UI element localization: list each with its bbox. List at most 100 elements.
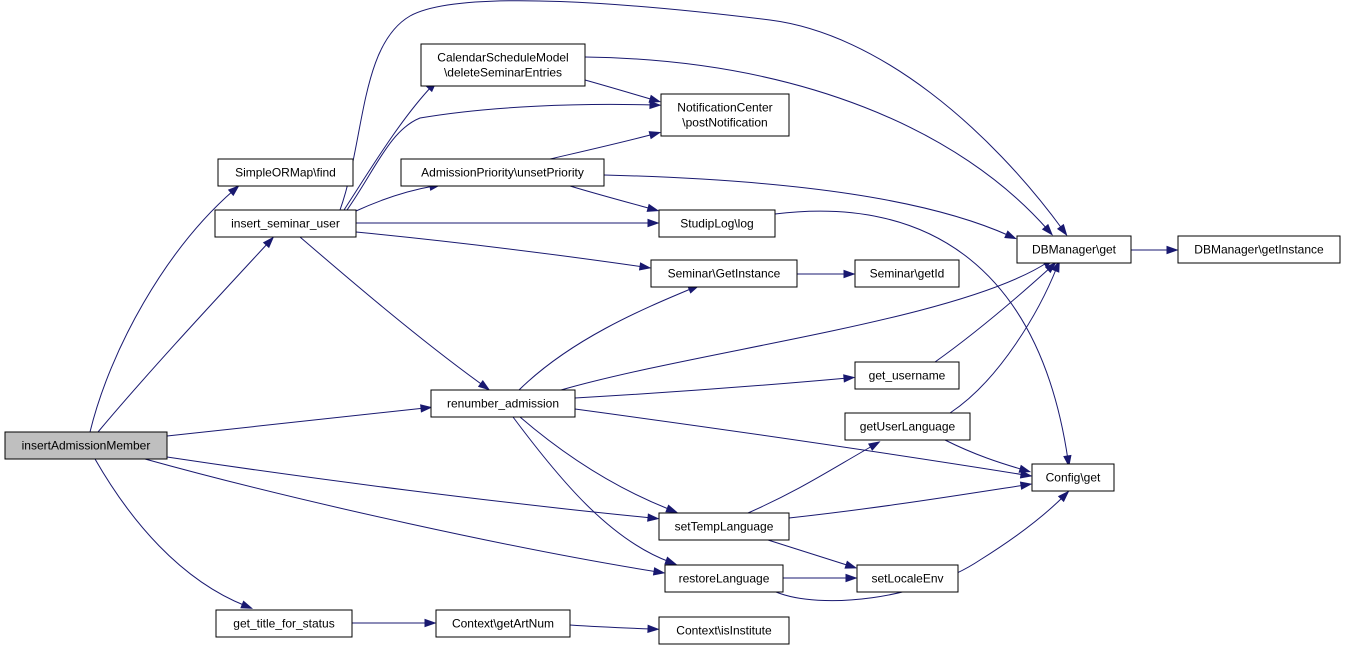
node-CalendarScheduleModel-deleteSeminarEntries[interactable]: CalendarScheduleModel\deleteSeminarEntri…: [420, 43, 586, 87]
arrowhead-icon: [843, 374, 856, 383]
arrowhead-icon: [420, 404, 433, 413]
node-DBManager-get[interactable]: DBManager\get: [1016, 235, 1132, 264]
edge-insertAdmissionMember-to-setTempLanguage: [166, 456, 660, 522]
edge-AdmissionPriority_unsetPriority-to-StudipLog_log: [569, 185, 660, 212]
arrowhead-icon: [664, 556, 678, 565]
node-Seminar-getId[interactable]: Seminar\getId: [854, 259, 960, 288]
arrowhead-icon: [868, 441, 881, 451]
node-label: Config\get: [1046, 471, 1101, 485]
arrowhead-icon: [648, 94, 662, 103]
edge-setTempLanguage-to-Config_get: [788, 481, 1033, 519]
edge-AdmissionPriority_unsetPriority-to-NotificationCenter_postNotification: [549, 131, 662, 160]
node-SimpleORMap-find[interactable]: SimpleORMap\find: [217, 158, 354, 187]
arrowhead-icon: [240, 600, 253, 609]
edge-insert_seminar_user-to-DBManager_get: [339, 0, 1068, 237]
edge-insert_seminar_user-to-CalendarScheduleModel_deleteSeminarEntries: [343, 80, 438, 211]
node-setLocaleEnv[interactable]: setLocaleEnv: [856, 564, 959, 593]
edge-insertAdmissionMember-to-restoreLanguage: [144, 458, 666, 576]
node-label: setLocaleEnv: [871, 572, 943, 586]
edge-renumber_admission-to-get_username: [574, 374, 856, 399]
arrowhead-icon: [1057, 490, 1070, 503]
arrowhead-icon: [1063, 454, 1072, 468]
node-AdmissionPriority-unsetPriority[interactable]: AdmissionPriority\unsetPriority: [400, 158, 605, 187]
node-renumber-admission[interactable]: renumber_admission: [430, 389, 576, 418]
node-Context-getArtNum[interactable]: Context\getArtNum: [435, 609, 571, 638]
node-Seminar-GetInstance[interactable]: Seminar\GetInstance: [650, 259, 798, 288]
node-label: restoreLanguage: [679, 572, 770, 586]
arrowhead-icon: [1041, 223, 1053, 236]
arrowhead-icon: [648, 131, 662, 140]
node-label: StudipLog\log: [680, 217, 753, 231]
arrowhead-icon: [1019, 481, 1033, 490]
edge-layer: [89, 0, 1179, 634]
arrowhead-icon: [845, 573, 858, 583]
edge-restoreLanguage-to-Config_get: [775, 490, 1070, 602]
edge-CalendarScheduleModel_deleteSeminarEntries-to-NotificationCenter_postNotification: [584, 79, 662, 103]
node-DBManager-getInstance[interactable]: DBManager\getInstance: [1177, 235, 1341, 264]
arrowhead-icon: [1056, 223, 1068, 237]
edge-getUserLanguage-to-DBManager_get: [949, 260, 1060, 414]
edge-insert_seminar_user-to-AdmissionPriority_unsetPriority: [355, 182, 442, 212]
node-label: DBManager\getInstance: [1194, 243, 1324, 257]
node-get-username[interactable]: get_username: [854, 361, 960, 390]
edge-Seminar_GetInstance-to-Seminar_getId: [796, 269, 856, 279]
edge-DBManager_get-to-DBManager_getInstance: [1130, 245, 1179, 255]
edge-renumber_admission-to-Seminar_GetInstance: [518, 285, 700, 391]
node-NotificationCenter-postNotification[interactable]: NotificationCenter\postNotification: [660, 93, 790, 137]
edge-insert_seminar_user-to-NotificationCenter_postNotification: [346, 100, 662, 211]
edge-getUserLanguage-to-Config_get: [944, 439, 1032, 473]
arrowhead-icon: [647, 624, 660, 634]
node-label: SimpleORMap\find: [235, 166, 336, 180]
edge-renumber_admission-to-DBManager_get: [560, 257, 1055, 391]
node-getUserLanguage[interactable]: getUserLanguage: [844, 412, 971, 441]
node-Config-get[interactable]: Config\get: [1031, 463, 1115, 492]
arrowhead-icon: [647, 218, 660, 228]
arrowhead-icon: [649, 100, 662, 110]
node-insert-seminar-user[interactable]: insert_seminar_user: [214, 209, 357, 238]
arrowhead-icon: [665, 504, 678, 513]
node-label: CalendarScheduleModel: [437, 51, 568, 65]
node-label: setTempLanguage: [675, 520, 774, 534]
arrowhead-icon: [646, 203, 660, 212]
node-label: Context\isInstitute: [676, 624, 772, 638]
node-Context-isInstitute[interactable]: Context\isInstitute: [658, 616, 790, 645]
arrowhead-icon: [424, 618, 437, 628]
arrowhead-icon: [652, 567, 666, 576]
node-label: \deleteSeminarEntries: [444, 66, 562, 80]
node-label: get_username: [869, 369, 946, 383]
node-label: Seminar\GetInstance: [668, 267, 781, 281]
node-label: getUserLanguage: [860, 420, 956, 434]
node-setTempLanguage[interactable]: setTempLanguage: [658, 512, 790, 541]
node-label: AdmissionPriority\unsetPriority: [421, 166, 584, 180]
edge-insertAdmissionMember-to-renumber_admission: [166, 404, 433, 437]
node-restoreLanguage[interactable]: restoreLanguage: [664, 564, 784, 593]
node-layer: insertAdmissionMember SimpleORMap\find ins…: [4, 43, 1341, 645]
arrowhead-icon: [1019, 470, 1033, 479]
edge-restoreLanguage-to-setLocaleEnv: [783, 573, 858, 583]
node-label: insertAdmissionMember: [22, 439, 151, 453]
edge-AdmissionPriority_unsetPriority-to-DBManager_get: [603, 174, 1017, 240]
arrowhead-icon: [638, 262, 652, 271]
edge-insertAdmissionMember-to-SimpleORMap_find: [89, 185, 240, 433]
node-label: insert_seminar_user: [231, 217, 340, 231]
arrowhead-icon: [1051, 260, 1060, 273]
node-label: \postNotification: [682, 116, 767, 130]
arrowhead-icon: [1004, 230, 1017, 240]
edge-renumber_admission-to-Config_get: [574, 408, 1033, 479]
arrowhead-icon: [227, 185, 240, 197]
node-StudipLog-log[interactable]: StudipLog\log: [658, 209, 776, 238]
edge-setTempLanguage-to-setLocaleEnv: [767, 539, 858, 569]
edge-get_title_for_status-to-Context_getArtNum: [351, 618, 437, 628]
node-label: renumber_admission: [447, 397, 559, 411]
edge-insert_seminar_user-to-Seminar_GetInstance: [355, 231, 652, 271]
arrowhead-icon: [262, 236, 275, 249]
node-insertAdmissionMember: insertAdmissionMember: [4, 431, 168, 460]
node-label: Context\getArtNum: [452, 617, 554, 631]
node-get-title-for-status[interactable]: get_title_for_status: [215, 609, 353, 638]
edge-insert_seminar_user-to-StudipLog_log: [355, 218, 660, 228]
node-label: Seminar\getId: [870, 267, 945, 281]
arrowhead-icon: [843, 269, 856, 279]
edge-StudipLog_log-to-Config_get: [774, 210, 1072, 468]
edge-insert_seminar_user-to-renumber_admission: [299, 236, 491, 391]
